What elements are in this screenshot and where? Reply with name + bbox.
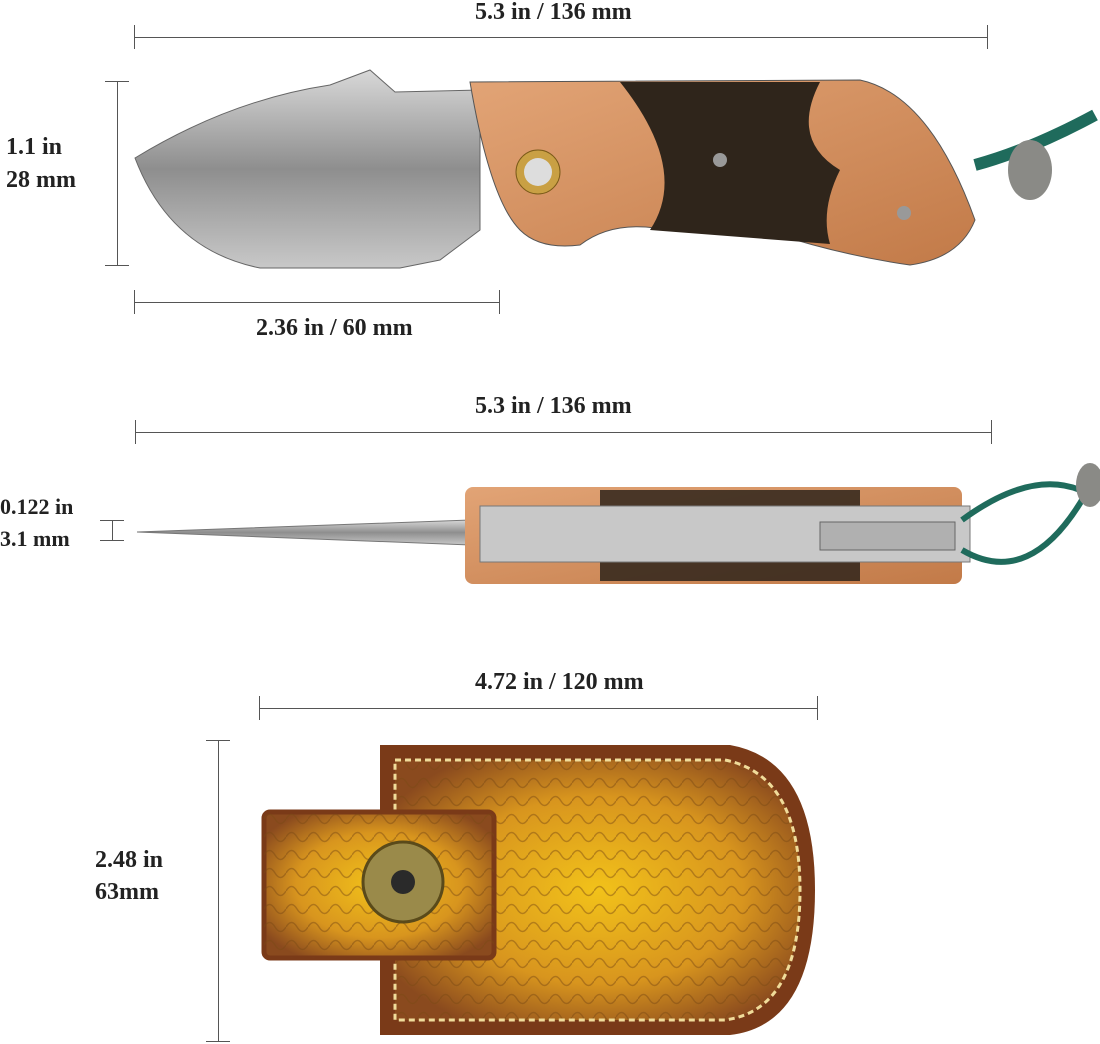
dimension-tick (987, 25, 988, 49)
skull-bead (1076, 463, 1100, 507)
lanyard-cord-side (960, 481, 1088, 565)
handle-resin (620, 82, 840, 244)
handle-screw (897, 206, 911, 220)
dimension-tick (499, 290, 500, 314)
leather-sheath (261, 745, 815, 1035)
dimension-line (134, 37, 988, 38)
dimension-tick (206, 1041, 230, 1042)
dimension-tick (259, 696, 260, 720)
top-height-label-in: 1.1 in (6, 134, 63, 160)
dimension-line (117, 81, 118, 265)
dimension-tick (134, 290, 135, 314)
sheath-length-label: 4.72 in / 120 mm (475, 669, 644, 695)
skull-bead (1008, 140, 1052, 200)
dimension-line (259, 708, 817, 709)
dimension-tick (100, 540, 124, 541)
dimension-tick (991, 420, 992, 444)
blade-length-label: 2.36 in / 60 mm (256, 315, 413, 341)
side-length-label: 5.3 in / 136 mm (475, 393, 632, 419)
dimension-tick (105, 265, 129, 266)
pivot-screw-center (524, 158, 552, 186)
top-length-label: 5.3 in / 136 mm (475, 0, 632, 25)
knife-top-view (134, 69, 1098, 269)
dimension-line (112, 520, 113, 540)
blade-spine (136, 519, 471, 546)
dimension-tick (135, 420, 136, 444)
sheath-height-label-mm: 63mm (95, 879, 159, 905)
dimension-tick (817, 696, 818, 720)
dimension-line (218, 740, 219, 1042)
dimension-line (134, 302, 500, 303)
damascus-blade (134, 69, 481, 269)
jimping (819, 521, 956, 551)
thickness-label-in: 0.122 in (0, 494, 74, 519)
dimension-tick (206, 740, 230, 741)
handle-screw (713, 153, 727, 167)
sheath-height-label-in: 2.48 in (95, 847, 164, 873)
dimension-tick (105, 81, 129, 82)
top-height-label-mm: 28 mm (6, 167, 76, 193)
thickness-label-mm: 3.1 mm (0, 526, 70, 551)
dimension-tick (134, 25, 135, 49)
knife-side-view (136, 463, 1100, 584)
dimension-line (135, 432, 991, 433)
